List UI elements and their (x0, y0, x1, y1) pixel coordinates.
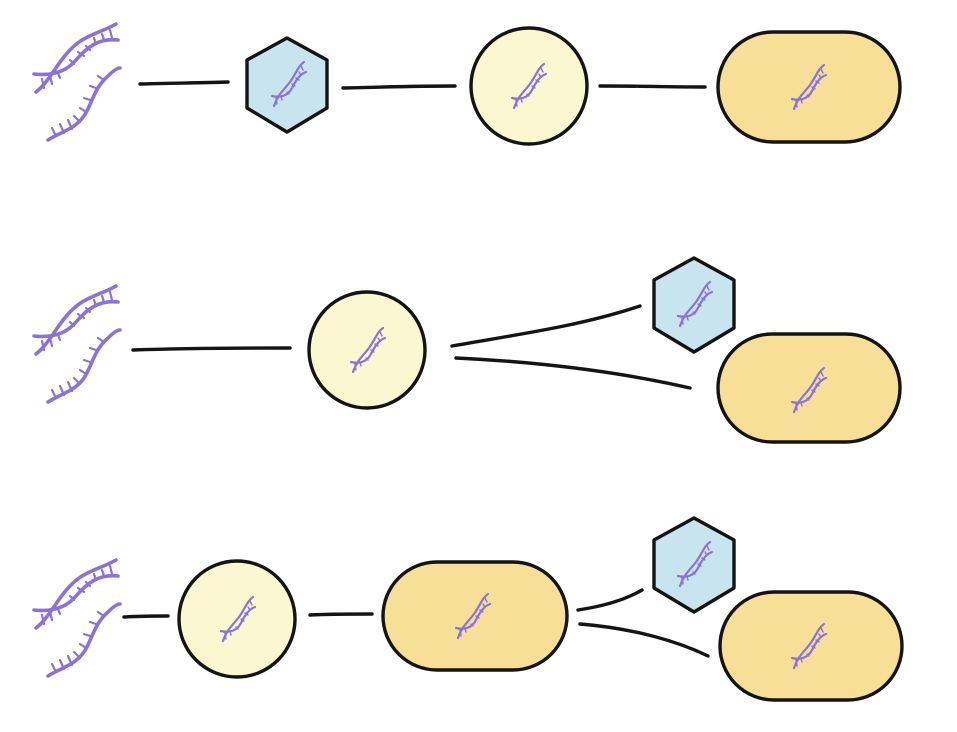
connector-line (131, 346, 292, 352)
branch-line (450, 304, 642, 348)
connector-line (308, 612, 374, 617)
connector-line (598, 84, 707, 89)
capsule-node (716, 332, 902, 444)
double-helix-dna-icon (32, 284, 122, 404)
branch-line (576, 588, 644, 612)
connector-line (138, 80, 230, 86)
double-helix-dna-icon (32, 22, 122, 142)
hexagon-node (652, 256, 736, 354)
connector-line (341, 84, 457, 90)
branch-line (578, 622, 710, 658)
hexagon-node (245, 36, 329, 134)
double-helix-dna-icon (32, 558, 122, 678)
row-2 (32, 256, 902, 444)
connector-line (122, 614, 170, 619)
row-1 (32, 22, 902, 146)
hexagon-node (652, 516, 736, 614)
circle-node (307, 290, 427, 410)
branch-line (454, 356, 692, 390)
capsule-node (718, 590, 904, 702)
capsule-node (381, 560, 569, 672)
circle-node (177, 559, 297, 679)
circle-node (469, 26, 589, 146)
row-3 (32, 516, 904, 702)
capsule-node (716, 30, 902, 144)
